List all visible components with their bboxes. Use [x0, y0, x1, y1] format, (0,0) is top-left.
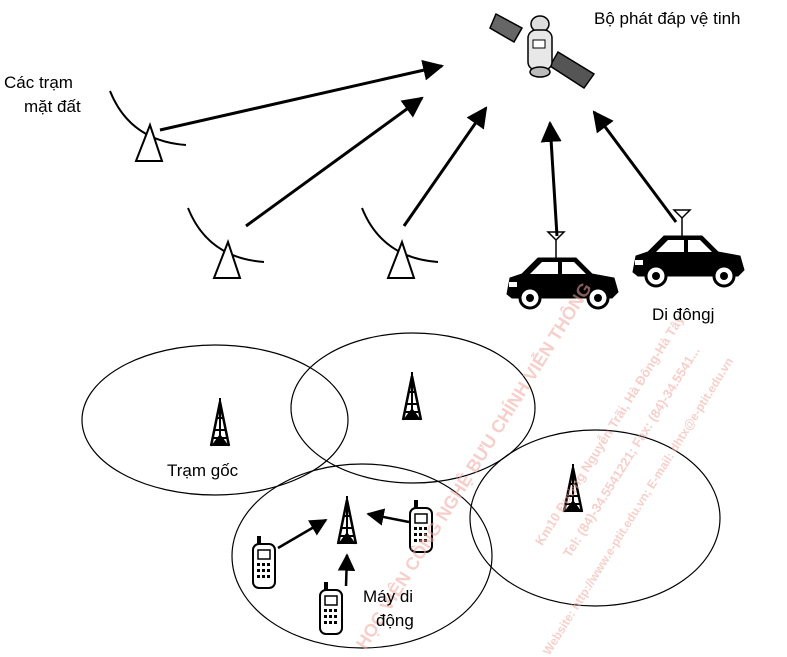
cell-ellipse — [469, 429, 721, 607]
ground-stations-label: Các trạm — [4, 73, 73, 92]
cell-ellipse — [81, 344, 349, 496]
mobile-vehicle-label: Di đôngj — [652, 305, 715, 324]
ground-stations-label: mặt đất — [24, 97, 81, 116]
dish-antenna-icon — [361, 207, 439, 279]
tower-icon — [336, 494, 358, 546]
cell-ellipse — [231, 463, 493, 649]
mobile-phone-label: Máy di — [363, 587, 414, 606]
phone-arrows — [277, 508, 410, 587]
car-icon — [631, 208, 746, 288]
mobile-phone-icon — [319, 581, 343, 635]
car-icon — [505, 230, 620, 310]
satellite-label: Bộ phát đáp vệ tinh — [594, 9, 741, 28]
tower-icon — [401, 370, 423, 422]
cell-ellipse — [290, 332, 536, 484]
base-station-label: Trạm gốc — [167, 461, 239, 480]
mobile-phone-label: động — [376, 611, 414, 630]
dish-antenna-icon — [187, 207, 265, 279]
satellite-icon — [489, 12, 596, 90]
tower-icon — [209, 396, 231, 448]
uplink-arrows — [159, 59, 678, 237]
cell-coverage — [81, 332, 721, 649]
mobile-phone-icon — [252, 535, 276, 589]
